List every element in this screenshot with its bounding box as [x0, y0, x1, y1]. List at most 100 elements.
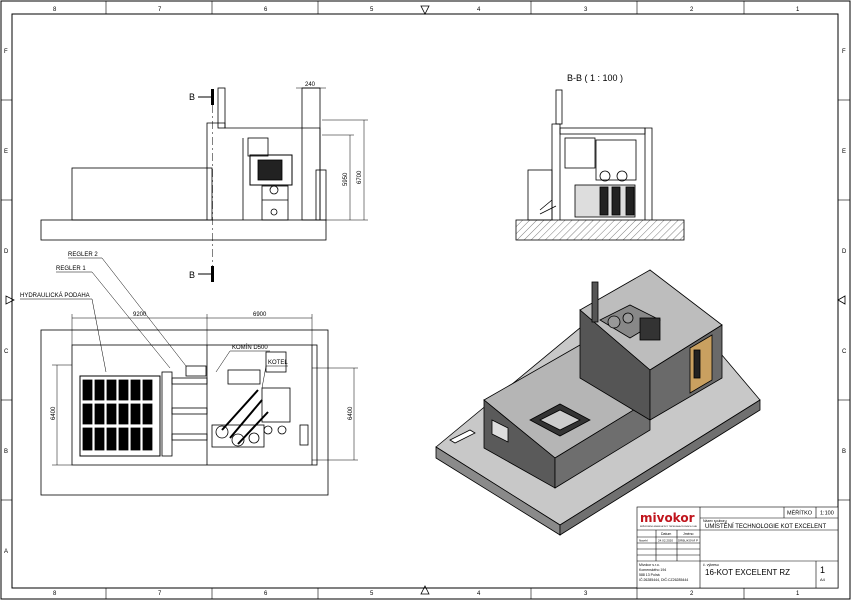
iso-chimney [591, 281, 599, 323]
address-line: IČ:26285444, DIČ:CZ26285444 [639, 577, 688, 582]
row-label: E [842, 149, 846, 155]
col-label: 6 [264, 7, 268, 13]
iso-window [491, 419, 509, 443]
col-label: 4 [477, 7, 481, 13]
address-line: Mivokor s.r.o. [639, 563, 660, 567]
address-line: Komenského 194 [639, 568, 666, 572]
row-label: F [4, 49, 8, 55]
center-mark-top [420, 5, 430, 15]
drawing-name-label: Název souboru [703, 519, 727, 523]
section-wall-right [644, 127, 653, 220]
label-hydraulic: HYDRAULICKÁ PODAHA [20, 292, 90, 299]
section-equip-2 [595, 139, 637, 181]
col-label: 4 [477, 591, 481, 597]
dim-6700-label: 6700 [357, 170, 363, 184]
section-letter: B [189, 270, 195, 280]
dim-240-label: 240 [305, 82, 316, 88]
boiler-pipes [247, 137, 269, 157]
plan-building [71, 344, 318, 466]
label-boiler: KOTEL [268, 360, 288, 366]
dim-5950-label: 5950 [343, 172, 349, 186]
side-box [315, 169, 327, 221]
iso-slab-side [559, 399, 761, 536]
label-chimney: KOMÍN D500 [232, 344, 268, 351]
section-chimney [555, 89, 563, 125]
logo-text: mivokor [640, 511, 695, 525]
col-label: 5 [370, 7, 374, 13]
col-label: 8 [53, 591, 57, 597]
dim-6400-right-label: 6400 [348, 406, 354, 420]
piping-diagonal [221, 389, 269, 445]
col-label: 7 [158, 7, 162, 13]
drawing-number: 16-KOT EXCELENT RZ [705, 568, 790, 577]
col-datum: Datum [661, 532, 671, 536]
pipe-run [171, 407, 208, 415]
column-labels-bottom: 8 7 6 5 4 3 2 1 [53, 591, 800, 597]
section-low-wall [527, 169, 553, 221]
heat-exchanger-grid [79, 375, 161, 457]
row-date: 24.02.2020 [658, 539, 673, 543]
dim-6900-label: 6900 [253, 312, 267, 318]
col-label: 7 [158, 591, 162, 597]
label-regler2: REGLER 2 [68, 252, 98, 258]
plan-view [40, 329, 329, 496]
scale-label: MĚŘÍTKO [787, 509, 813, 517]
grid-cells [82, 379, 153, 451]
low-building [71, 167, 213, 221]
logo-subtitle: INŽENÝRING ENERGETIKY TEPELNÁ A TECHNOLO… [640, 525, 698, 528]
sheet-format: A4 [820, 577, 826, 582]
section-letter: B [189, 92, 195, 102]
plan-slab [40, 329, 329, 496]
center-mark-left [5, 295, 15, 305]
section-equip-1 [564, 137, 596, 169]
col-label: 2 [690, 591, 694, 597]
iso-door [689, 334, 713, 394]
chimney-left [217, 87, 226, 129]
address-line: 588 13 Polná [639, 573, 660, 577]
center-mark-right [837, 295, 846, 305]
col-label: 5 [370, 591, 374, 597]
dim-6400-left-label: 6400 [51, 406, 57, 420]
row-label: E [4, 149, 8, 155]
row-label: D [842, 249, 847, 255]
section-roof [559, 127, 646, 135]
row-name: DRBLIKOVÁ P [678, 539, 698, 543]
section-title: B-B ( 1 : 100 ) [567, 73, 623, 83]
column-labels-top: 8 7 6 5 4 3 2 1 [53, 7, 800, 13]
row-label: B [4, 449, 8, 455]
col-label: 1 [796, 591, 800, 597]
chimney-plan [185, 365, 207, 377]
section-mark-b-top: B [189, 89, 214, 105]
section-view [515, 89, 685, 241]
boiler-block-inner [257, 159, 283, 181]
plan-callouts [20, 257, 288, 389]
pipe-run [171, 433, 208, 441]
scale-value: 1:100 [820, 511, 834, 517]
dim-9200-label: 9200 [133, 312, 147, 318]
col-label: 3 [584, 591, 588, 597]
number-label: č. výkresu [703, 563, 719, 567]
row-label: D [4, 249, 9, 255]
isometric-view [435, 269, 761, 536]
row-label: Navrhl [639, 539, 648, 543]
col-label: 1 [796, 7, 800, 13]
label-regler1: REGLER 1 [56, 266, 86, 272]
boiler-plan-top [265, 351, 287, 373]
pump-circle [270, 208, 278, 216]
col-jmeno: Jméno [683, 532, 694, 536]
col-label: 3 [584, 7, 588, 13]
row-labels-left: F E D C B A [4, 49, 9, 555]
section-mark-b-bottom: B [189, 266, 214, 282]
boiler-block [249, 154, 293, 186]
col-label: 2 [690, 7, 694, 13]
pipe-run [171, 377, 208, 385]
company-address: Mivokor s.r.o. Komenského 194 588 13 Pol… [639, 563, 688, 582]
drawing-name: UMÍSTĚNÍ TECHNOLOGIE KOT EXCELENT [705, 522, 826, 530]
section-ground [515, 219, 685, 241]
elevation-dimensions [296, 87, 368, 221]
iso-low-side [554, 399, 651, 489]
pump-circle [269, 185, 279, 195]
elevation-view [40, 87, 327, 241]
